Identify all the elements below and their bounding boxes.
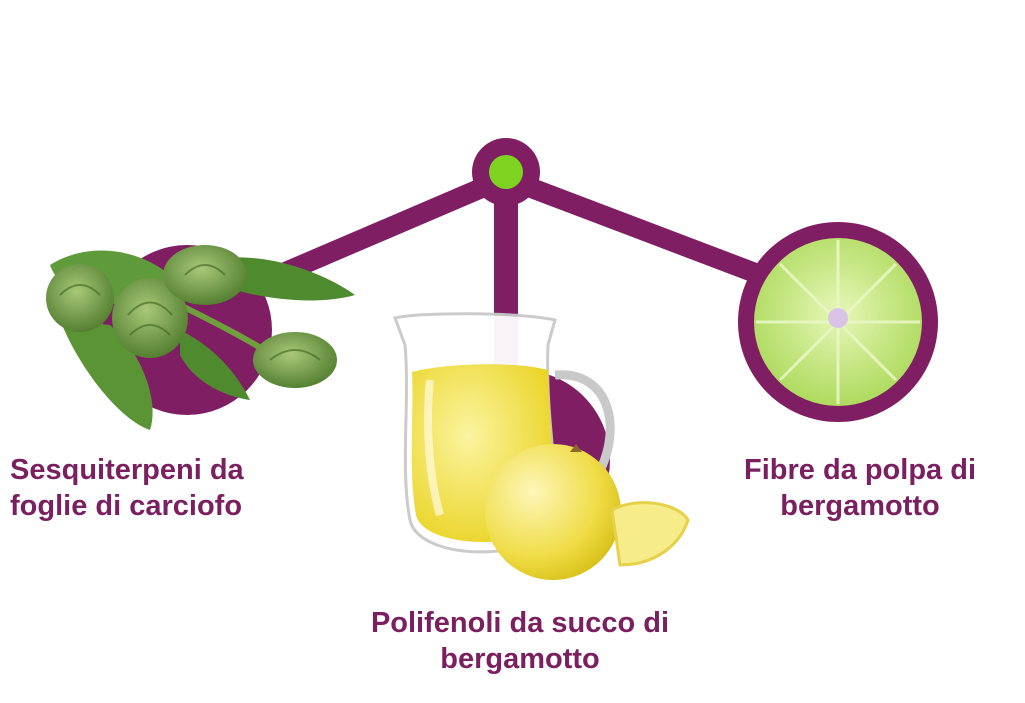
label-center-line2: bergamotto bbox=[440, 643, 600, 675]
bergamot-slice-icon bbox=[754, 238, 922, 406]
label-right-line1: Fibre da polpa di bbox=[743, 454, 976, 486]
artichoke-icon bbox=[46, 245, 355, 430]
right-arm bbox=[495, 168, 810, 300]
juice-pitcher-icon bbox=[393, 312, 690, 580]
label-left-line1: Sesquiterpeni da bbox=[10, 454, 244, 486]
label-center-line1: Polifenoli da succo di bbox=[370, 607, 670, 639]
label-bergamot-juice-polyphenols: Polifenoli da succo di bergamotto bbox=[330, 605, 710, 677]
label-right-line2: bergamotto bbox=[780, 490, 940, 522]
label-left-line2: foglie di carciofo bbox=[10, 490, 243, 522]
pivot-dot bbox=[489, 155, 523, 189]
label-artichoke-sesquiterpenes: Sesquiterpeni da foglie di carciofo bbox=[10, 452, 300, 524]
label-bergamot-pulp-fibres: Fibre da polpa di bergamotto bbox=[700, 452, 1020, 524]
